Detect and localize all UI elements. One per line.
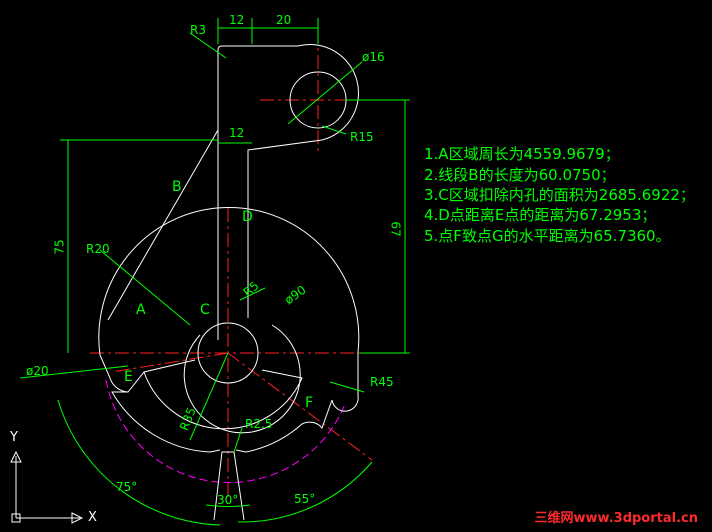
dim-arc-55 [237,461,373,523]
hub-arc [183,324,301,434]
outer-arc [98,207,360,356]
lower-right-contour [235,399,333,453]
note-3: 3.C区域扣除内孔的面积为2685.6922； [424,186,695,204]
leader-r20 [99,249,191,326]
leader-d20 [19,365,129,379]
dim-r3: R3 [190,23,206,37]
upper-arm [217,43,359,155]
label-d: D [242,209,253,225]
leader-r15 [321,125,347,135]
dim-12-mid: 12 [229,126,245,140]
dim-angle-75: 75° [116,480,138,494]
dim-r20: R20 [86,242,110,256]
dim-12-top: 12 [229,13,245,27]
lower-left-contour [111,391,221,453]
leader-r25 [233,427,243,453]
ucs-y-label: Y [10,430,18,445]
dim-r45: R45 [370,375,394,389]
label-a: A [136,302,146,318]
dim-arc-30 [205,504,251,508]
dimension-lines [19,18,410,526]
dim-d20: ø20 [26,364,49,378]
watermark: 三维网www.3dportal.cn [534,511,698,526]
line-b [107,129,219,321]
dim-20-top: 20 [276,13,292,27]
dim-d16: ø16 [362,50,385,64]
note-4: 4.D点距离E点的距离为67.2953； [424,206,657,224]
key-slot [213,451,245,521]
right-tip [331,352,359,412]
note-5: 5.点F致点G的水平距离为65.7360。 [424,227,671,245]
ucs-x-label: X [88,510,97,525]
leader-r35 [189,352,229,441]
inner-contour [143,369,303,430]
leader-r3 [189,32,227,59]
note-1: 1.A区域周长为4559.9679； [424,145,620,163]
radial-centerline-left [111,352,229,373]
leader-d16 [287,61,363,125]
ucs-icon [10,450,84,524]
label-f: F [305,395,314,411]
label-e: E [124,369,133,385]
leader-r5 [239,287,266,301]
dim-arc-75 [57,399,221,526]
note-2: 2.线段B的长度为60.0750； [424,166,616,184]
hub-circle [197,322,259,384]
dim-r15: R15 [350,130,374,144]
label-b: B [172,179,182,195]
dim-r25: R2.5 [245,417,273,431]
dim-angle-55: 55° [294,492,316,506]
label-c: C [200,302,210,318]
hidden-arc [105,379,346,484]
stem [217,130,249,340]
dim-angle-30: 30° [217,493,239,507]
leader-r45 [329,381,365,393]
